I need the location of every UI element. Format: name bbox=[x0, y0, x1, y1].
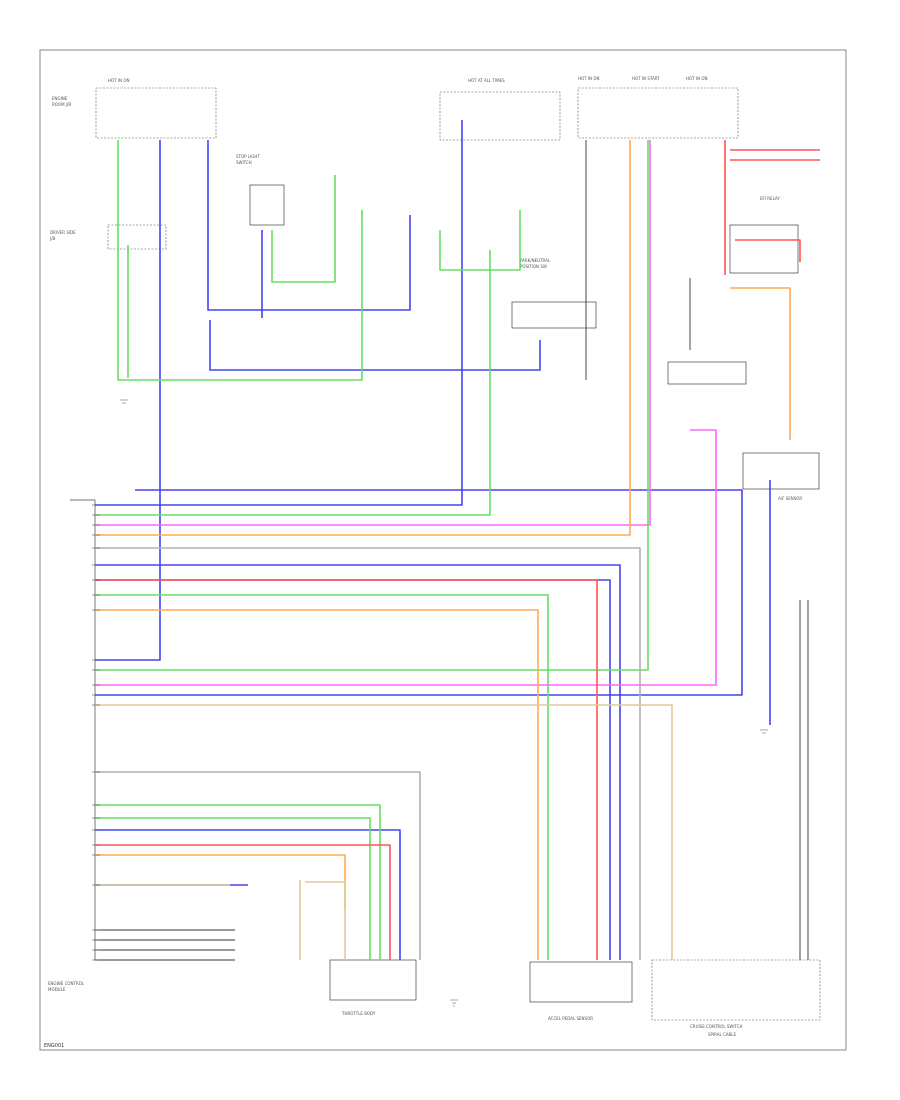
ecm-pin-labels bbox=[92, 504, 100, 961]
wire-red-27 bbox=[95, 844, 391, 960]
svg-text:HOT AT ALL TIMES: HOT AT ALL TIMES bbox=[468, 78, 505, 83]
ground-symbols bbox=[120, 399, 768, 1007]
wire-green-15 bbox=[95, 250, 491, 516]
svg-text:ACCEL PEDAL SENSOR: ACCEL PEDAL SENSOR bbox=[548, 1016, 593, 1021]
svg-text:J/B: J/B bbox=[49, 236, 56, 241]
svg-text:A/F SENSOR: A/F SENSOR bbox=[778, 496, 802, 501]
wire-green-16 bbox=[95, 594, 549, 960]
wire-blue-4 bbox=[95, 120, 463, 506]
wire-pink-20 bbox=[95, 140, 651, 526]
wire-green-17 bbox=[95, 804, 381, 960]
wire-blue-1 bbox=[207, 140, 411, 311]
accelerator-pedal-sensor: ACCEL PEDAL SENSOR bbox=[529, 961, 633, 1021]
wire-green-19 bbox=[95, 140, 649, 671]
svg-text:HOT IN ON: HOT IN ON bbox=[578, 76, 599, 81]
transmission-sensor: PARK/NEUTRAL POSITION SW bbox=[511, 258, 597, 329]
diagram-footer-code: ENG001 bbox=[44, 1043, 64, 1049]
svg-text:SWITCH: SWITCH bbox=[236, 160, 252, 165]
wire-green-11 bbox=[117, 140, 363, 381]
svg-text:EFI RELAY: EFI RELAY bbox=[760, 196, 780, 201]
svg-text:CRUISE CONTROL SWITCH: CRUISE CONTROL SWITCH bbox=[690, 1024, 743, 1029]
svg-text:MODULE: MODULE bbox=[48, 987, 66, 992]
svg-text:ROOM J/B: ROOM J/B bbox=[52, 102, 71, 107]
svg-text:ENGINE CONTROL: ENGINE CONTROL bbox=[48, 981, 85, 986]
top-fuse-box-center: HOT AT ALL TIMES bbox=[439, 78, 561, 141]
wire-blue-3 bbox=[209, 320, 541, 371]
svg-text:HOT IN START: HOT IN START bbox=[632, 76, 660, 81]
cruise-control-switch: CRUISE CONTROL SWITCH SPIRAL CABLE bbox=[651, 959, 821, 1037]
wire-orange-23 bbox=[95, 609, 539, 960]
wire-green-18 bbox=[95, 817, 371, 960]
wire-orange-22 bbox=[95, 140, 631, 536]
svg-text:THROTTLE BODY: THROTTLE BODY bbox=[341, 1011, 376, 1016]
top-fuse-box-left: HOT IN ON ENGINE ROOM J/B bbox=[52, 78, 217, 139]
wire-red-31 bbox=[735, 239, 801, 262]
wire-blue-6 bbox=[95, 564, 621, 960]
svg-text:ENGINE: ENGINE bbox=[52, 96, 68, 101]
wire-red-26 bbox=[95, 579, 598, 960]
svg-text:HOT IN ON: HOT IN ON bbox=[108, 78, 129, 83]
wire-blue-8 bbox=[95, 829, 401, 960]
wire-blue-0 bbox=[95, 140, 161, 661]
oxygen-sensor: A/F SENSOR bbox=[742, 452, 820, 501]
wire-tan-34 bbox=[95, 704, 673, 960]
wire-gray-32 bbox=[95, 547, 641, 960]
top-fuse-box-right: HOT IN ON HOT IN START HOT IN ON bbox=[577, 76, 739, 139]
wire-blue-5 bbox=[95, 489, 743, 696]
junction-block-left: DRIVER SIDE J/B bbox=[49, 224, 167, 250]
svg-text:DRIVER SIDE: DRIVER SIDE bbox=[50, 230, 76, 235]
wire-green-12 bbox=[271, 175, 336, 283]
wire-green-13 bbox=[439, 210, 521, 271]
ecm-connector-block: ENGINE CONTROL MODULE bbox=[48, 499, 96, 992]
wire-blue-7 bbox=[95, 579, 611, 960]
wire-harness bbox=[95, 120, 820, 961]
wire-tan-37 bbox=[305, 881, 346, 960]
diagram-frame bbox=[39, 49, 847, 1051]
svg-text:PARK/NEUTRAL: PARK/NEUTRAL bbox=[520, 258, 551, 263]
svg-text:SPIRAL CABLE: SPIRAL CABLE bbox=[708, 1032, 736, 1037]
svg-text:HOT IN ON: HOT IN ON bbox=[686, 76, 707, 81]
wire-orange-25 bbox=[730, 287, 791, 440]
relay-block-right: EFI RELAY bbox=[667, 196, 799, 385]
throttle-body-motor: THROTTLE BODY bbox=[329, 959, 417, 1016]
wire-pink-21 bbox=[95, 429, 717, 686]
wire-gray-33 bbox=[95, 771, 421, 960]
stop-lamp-switch: STOP LIGHT SWITCH bbox=[236, 154, 285, 226]
svg-text:POSITION SW: POSITION SW bbox=[520, 264, 547, 269]
svg-text:STOP LIGHT: STOP LIGHT bbox=[236, 154, 260, 159]
